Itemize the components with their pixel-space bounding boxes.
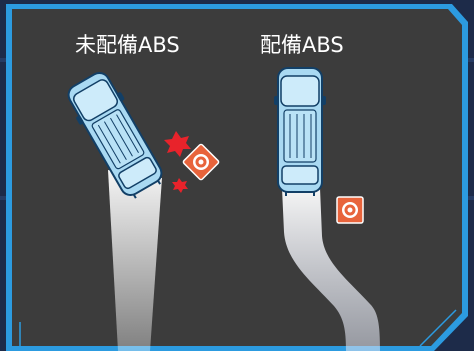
car-top-view-icon — [273, 67, 327, 197]
label-with-abs: 配備ABS — [260, 33, 344, 57]
crash-burst-icon — [172, 178, 188, 193]
crash-burst-icon — [164, 131, 191, 157]
panel-background — [12, 9, 462, 346]
headlight-beam-left — [108, 170, 162, 351]
headlight-beam-right — [282, 188, 380, 351]
traffic-cone-icon — [336, 196, 364, 224]
label-without-abs: 未配備ABS — [75, 33, 180, 57]
